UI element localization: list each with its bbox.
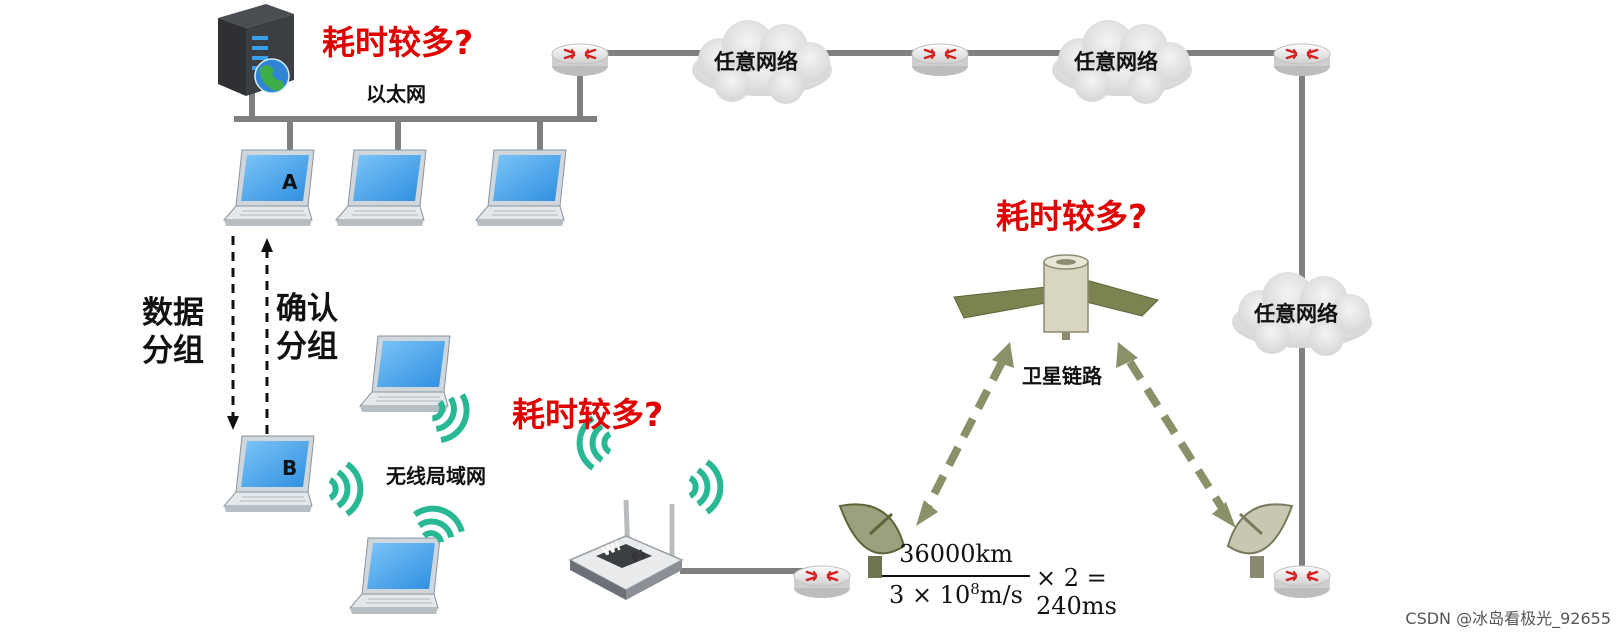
satellite-uplink-arrow bbox=[916, 342, 1014, 526]
cloud-label: 任意网络 bbox=[1074, 50, 1158, 74]
ack-packet-arrow bbox=[261, 238, 273, 434]
host-a-label: A bbox=[282, 170, 298, 194]
dish-antenna-icon bbox=[838, 503, 906, 578]
laptop-icon[interactable] bbox=[349, 537, 441, 615]
wlan-label: 无线局域网 bbox=[386, 464, 486, 488]
data-packet-label-line2: 分组 bbox=[142, 333, 204, 369]
formula-denominator: 3 × 108m/s bbox=[882, 580, 1030, 609]
wifi-signal-icon bbox=[690, 462, 720, 512]
question-server: 耗时较多? bbox=[322, 23, 474, 62]
router-icon[interactable] bbox=[910, 42, 970, 78]
globe-icon bbox=[254, 58, 290, 94]
cloud-label: 任意网络 bbox=[714, 50, 798, 74]
ethernet-label: 以太网 bbox=[366, 82, 426, 106]
laptop-icon[interactable] bbox=[223, 435, 315, 513]
laptop-icon[interactable] bbox=[475, 149, 567, 227]
router-icon[interactable] bbox=[1272, 42, 1332, 78]
formula-numerator: 36000km bbox=[899, 540, 1013, 568]
data-packet-label: 数据 分组 bbox=[142, 294, 204, 370]
fraction-bar bbox=[882, 575, 1030, 577]
denominator-unit: m/s bbox=[979, 581, 1023, 609]
wifi-router-icon bbox=[568, 418, 720, 600]
data-packet-label-line1: 数据 bbox=[142, 295, 204, 331]
question-satellite: 耗时较多? bbox=[996, 197, 1148, 236]
ack-packet-label: 确认 分组 bbox=[276, 290, 338, 366]
formula-result: × 2 = 240ms bbox=[1036, 564, 1117, 620]
ack-packet-label-line2: 分组 bbox=[276, 329, 338, 365]
satellite-icon bbox=[953, 254, 1159, 340]
satellite-link-label: 卫星链路 bbox=[1022, 364, 1102, 388]
wifi-signal-icon bbox=[330, 464, 360, 514]
router-icon[interactable] bbox=[550, 42, 610, 78]
denominator-exponent: 8 bbox=[970, 580, 980, 598]
host-b-label: B bbox=[282, 456, 298, 480]
watermark: CSDN @冰岛看极光_92655 bbox=[1405, 609, 1611, 628]
laptop-icon[interactable] bbox=[335, 149, 427, 227]
satellite-downlink-arrow bbox=[1116, 342, 1236, 528]
router-icon[interactable] bbox=[1272, 564, 1332, 600]
server-icon bbox=[218, 4, 294, 96]
cloud-label: 任意网络 bbox=[1254, 302, 1338, 326]
denominator-base: 3 × 10 bbox=[889, 581, 971, 609]
ack-packet-label-line1: 确认 bbox=[276, 291, 338, 327]
router-icon[interactable] bbox=[792, 564, 852, 600]
dish-antenna-icon bbox=[1226, 503, 1294, 578]
laptop-icon[interactable] bbox=[359, 335, 451, 413]
question-wifi: 耗时较多? bbox=[512, 395, 664, 434]
data-packet-arrow bbox=[227, 236, 239, 430]
laptop-icon[interactable] bbox=[223, 149, 315, 227]
